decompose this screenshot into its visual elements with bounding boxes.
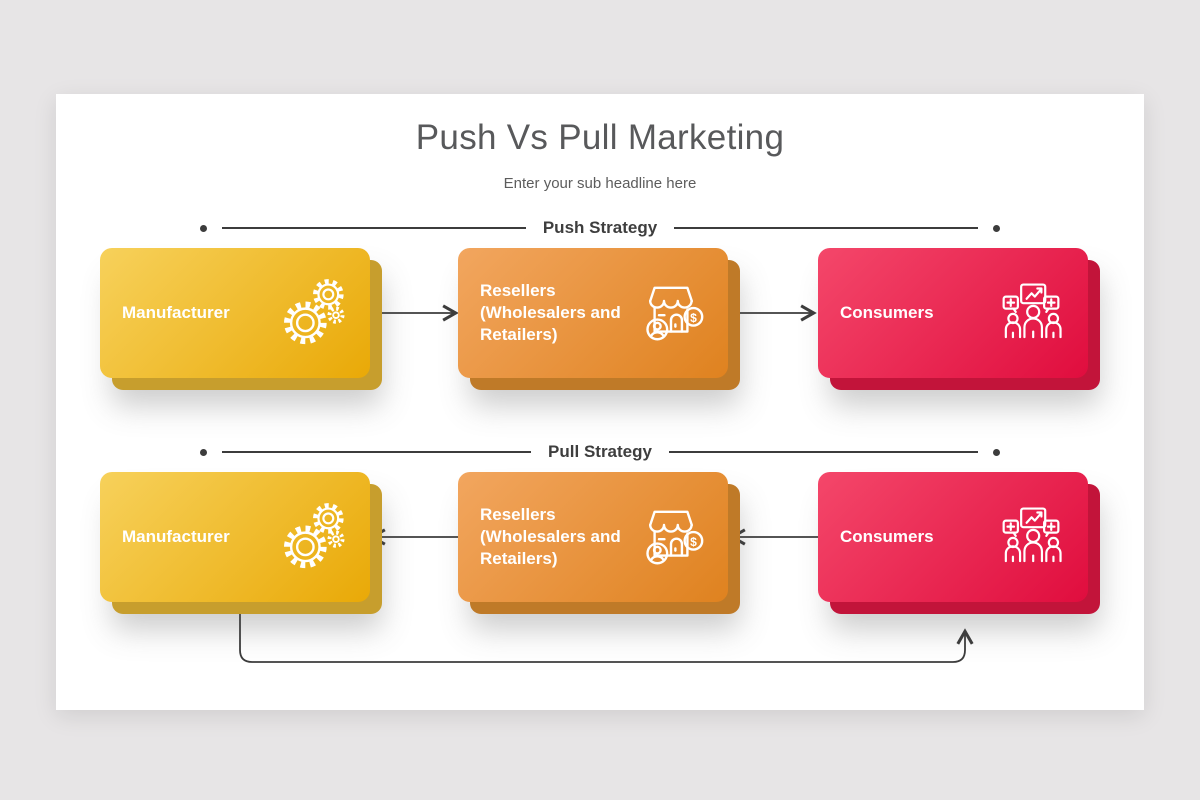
line-end-dot <box>200 448 207 456</box>
resellers-card-pull: Resellers (Wholesalers and Retailers) $ <box>458 472 740 614</box>
card-label: Resellers (Wholesalers and Retailers) <box>480 280 621 345</box>
push-strategy-label: Push Strategy <box>542 218 658 237</box>
manufacturer-card-pull: Manufacturer <box>100 472 382 614</box>
slide-panel: Push Vs Pull Marketing Enter your sub he… <box>56 94 1144 710</box>
consumers-card-push: Consumers <box>818 248 1100 390</box>
line-end-dot <box>993 448 1001 456</box>
strategy-line <box>222 227 526 229</box>
card-label: Consumers <box>840 302 934 322</box>
slide-subtitle: Enter your sub headline here <box>503 175 697 192</box>
pull-feedback-arrow <box>239 594 974 663</box>
consumers-icon <box>996 278 1066 348</box>
gears-icon <box>278 278 348 348</box>
line-end-dot <box>200 224 207 232</box>
card-label: Consumers <box>840 526 934 546</box>
manufacturer-card-push: Manufacturer <box>100 248 382 390</box>
flow-connectors <box>239 304 974 663</box>
store-icon: $ <box>636 502 706 572</box>
store-icon: $ <box>636 278 706 348</box>
svg-text:$: $ <box>690 311 697 325</box>
card-label: Manufacturer <box>122 526 230 546</box>
pull-strategy-header: Pull Strategy <box>200 440 1001 464</box>
consumers-icon <box>996 502 1066 572</box>
strategy-line <box>674 227 978 229</box>
card-label: Manufacturer <box>122 302 230 322</box>
slide-title: Push Vs Pull Marketing <box>415 118 785 157</box>
gears-icon <box>278 502 348 572</box>
card-label: Resellers (Wholesalers and Retailers) <box>480 504 621 569</box>
strategy-line <box>222 451 532 453</box>
push-strategy-header: Push Strategy <box>200 216 1000 240</box>
strategy-line <box>668 451 979 453</box>
line-end-dot <box>993 224 1000 232</box>
resellers-card-push: Resellers (Wholesalers and Retailers) $ <box>458 248 740 390</box>
pull-strategy-label: Pull Strategy <box>548 442 652 461</box>
svg-text:$: $ <box>690 535 697 549</box>
consumers-card-pull: Consumers <box>818 472 1100 614</box>
